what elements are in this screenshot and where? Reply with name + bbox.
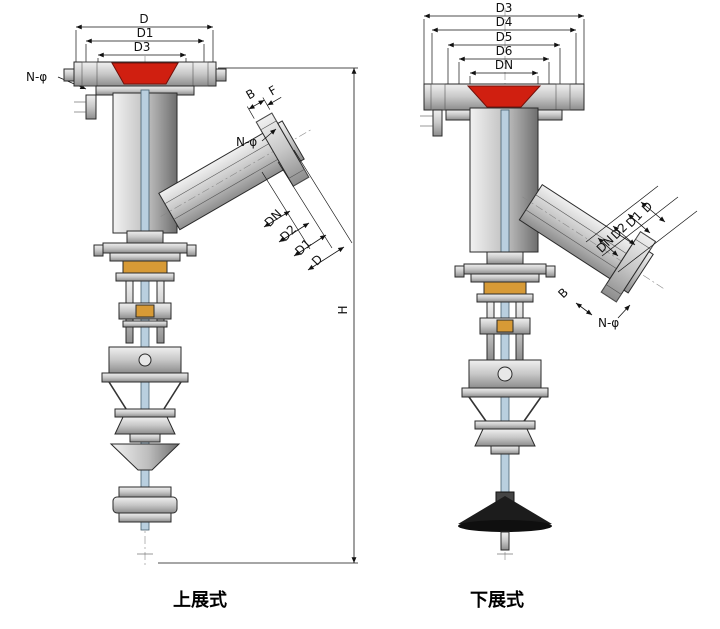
left-branch-B: B <box>243 86 257 102</box>
right-branch-nphi-label: N-φ <box>598 316 619 330</box>
right-handwheel <box>458 520 552 532</box>
right-top-dimensions: D3 D4 D5 D6 DN <box>423 1 585 84</box>
left-dim-D3: D3 <box>134 40 151 54</box>
left-clamp-orange <box>135 304 155 318</box>
caption-left: 上展式 <box>173 589 227 611</box>
right-valve: D3 D4 D5 D6 DN <box>420 1 698 611</box>
left-branch: B F <box>158 83 314 231</box>
right-branch-D: D <box>639 199 655 215</box>
left-branch-bolt-callout: N-φ <box>236 128 277 149</box>
right-clamp-orange <box>496 319 514 333</box>
left-flange-bolt-callout: N-φ <box>26 70 87 90</box>
right-handwheel-cone <box>458 496 552 524</box>
right-dim-D5: D5 <box>496 30 513 44</box>
right-branch-bolt-callout: N-φ <box>598 304 631 330</box>
right-branch-B: B <box>555 285 571 301</box>
left-dim-D1: D1 <box>137 26 154 40</box>
right-branch-b-dim: B <box>555 285 593 316</box>
left-valve: D D1 D3 N-φ <box>26 12 358 611</box>
left-branch-F: F <box>266 83 279 99</box>
right-dim-D4: D4 <box>496 15 513 29</box>
left-dim-H: H <box>336 305 350 314</box>
right-flange-bolt <box>432 109 443 137</box>
left-disc-cone <box>109 443 181 471</box>
left-top-dimensions: D D1 D3 <box>75 12 214 64</box>
left-flange-bolt <box>85 94 97 120</box>
left-dim-D: D <box>139 12 148 26</box>
left-gland-orange <box>122 260 168 274</box>
right-dim-D6: D6 <box>496 44 513 58</box>
left-branch-D: D <box>309 252 325 268</box>
right-seat-red <box>466 85 542 108</box>
left-nphi-label: N-φ <box>26 70 47 84</box>
left-top-flange <box>63 61 227 120</box>
left-seat-red <box>111 62 179 85</box>
left-lower-assembly <box>93 230 197 555</box>
right-dim-DN: DN <box>495 58 513 72</box>
right-lower-assembly <box>454 251 556 555</box>
left-disc <box>112 496 178 514</box>
left-branch-nphi-label: N-φ <box>236 135 257 149</box>
caption-right: 下展式 <box>470 589 524 611</box>
left-height-dimension: H <box>158 67 358 564</box>
right-dim-D3: D3 <box>496 1 513 15</box>
right-gland-orange <box>483 281 527 295</box>
